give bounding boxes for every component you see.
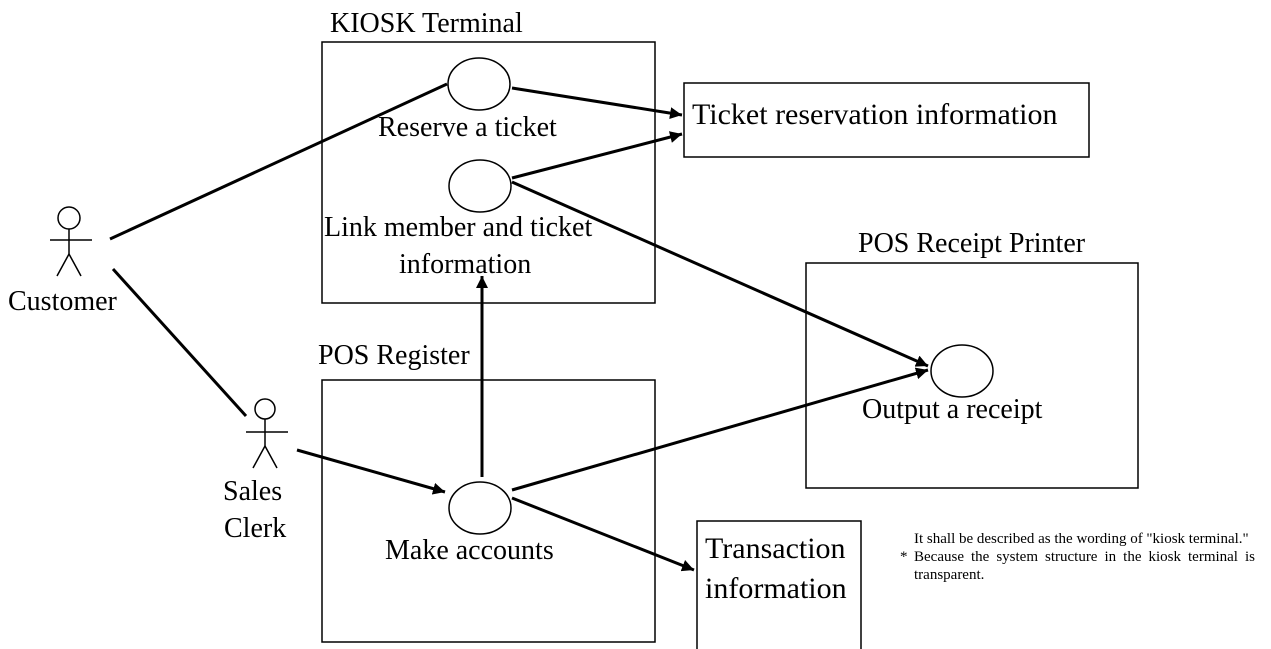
customer-actor-icon (50, 206, 92, 277)
sales-clerk-label-line2: Clerk (224, 513, 286, 544)
reserve-ticket-label: Reserve a ticket (378, 112, 557, 143)
pos-receipt-printer-boundary (805, 262, 1139, 489)
kiosk-terminal-label: KIOSK Terminal (330, 8, 523, 39)
customer-label: Customer (8, 286, 118, 317)
pos-register-label: POS Register (318, 340, 470, 371)
link-to-receipt-arrow (511, 180, 929, 368)
make-accounts-use-case (448, 481, 512, 535)
footnote-bullet: * (900, 549, 908, 565)
ticket-reservation-information-label: Ticket reservation information (692, 98, 1057, 131)
link-member-ticket-use-case (448, 159, 512, 213)
link-member-ticket-label-line1: Link member and ticket (324, 212, 592, 243)
transaction-information-label-line1: Transaction (705, 532, 846, 565)
reserve-ticket-use-case (447, 57, 511, 111)
accounts-to-transaction-arrow (511, 496, 695, 572)
ticket-reservation-information-box (683, 82, 1090, 158)
kiosk-terminal-boundary (321, 41, 656, 304)
transaction-information-box (696, 520, 862, 649)
transaction-information-label-line2: information (705, 572, 847, 605)
pos-register-boundary (321, 379, 656, 643)
footnote-line1: It shall be described as the wording of … (914, 531, 1249, 547)
sales-clerk-actor-icon (246, 398, 288, 469)
footnote-bullet-row: * Because the system structure in the ki… (900, 548, 1255, 584)
accounts-to-receipt-arrow (511, 367, 929, 492)
output-receipt-label: Output a receipt (862, 394, 1043, 425)
footnote: It shall be described as the wording of … (900, 530, 1255, 584)
clerk-to-accounts-arrow (296, 448, 446, 495)
sales-clerk-label-line1: Sales (223, 476, 282, 507)
make-accounts-label: Make accounts (385, 535, 554, 566)
customer-reserve-line (109, 82, 448, 241)
output-receipt-use-case (930, 344, 994, 398)
footnote-line2: Because the system structure in the kios… (914, 549, 1255, 583)
link-member-ticket-label-line2: information (399, 249, 531, 280)
link-to-ticket-info-arrow (511, 131, 683, 180)
customer-clerk-line (111, 267, 248, 418)
reserve-to-ticket-info-arrow (511, 86, 683, 120)
pos-receipt-printer-label: POS Receipt Printer (858, 228, 1086, 259)
